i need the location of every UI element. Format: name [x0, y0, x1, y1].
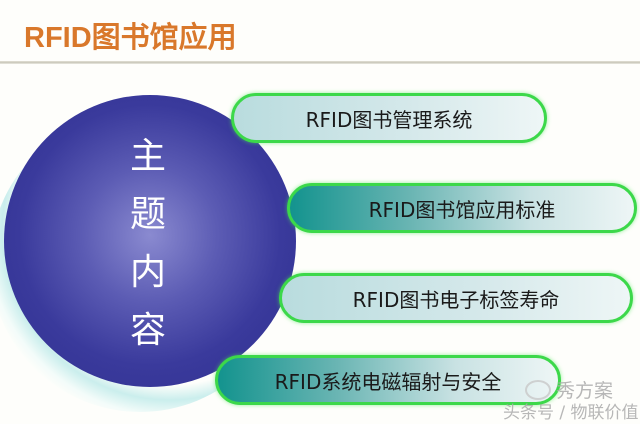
topic-item-tag-lifespan: RFID图书电子标签寿命	[279, 273, 633, 323]
topic-item-label: RFID图书管理系统	[305, 107, 473, 132]
topic-item-label: RFID图书电子标签寿命	[352, 287, 560, 312]
center-label: 主 题 内 容	[118, 128, 178, 360]
topic-item-label: RFID图书馆应用标准	[368, 197, 556, 222]
watermark-source: 头条号 / 物联价值	[503, 403, 639, 423]
watermark-brand: 秀方案	[556, 380, 614, 402]
title-divider	[0, 61, 640, 64]
slide-title: RFID图书馆应用	[24, 22, 237, 54]
center-label-char: 题	[129, 194, 166, 235]
center-label-char: 主	[129, 136, 166, 177]
topic-item-emi-safety: RFID系统电磁辐射与安全	[215, 355, 561, 405]
wechat-icon	[525, 380, 551, 400]
center-label-char: 内	[129, 252, 166, 293]
topic-item-label: RFID系统电磁辐射与安全	[274, 369, 502, 394]
center-label-char: 容	[129, 310, 166, 351]
topic-item-management-system: RFID图书管理系统	[231, 93, 547, 143]
topic-circle	[4, 95, 296, 387]
topic-item-standards: RFID图书馆应用标准	[287, 183, 637, 233]
